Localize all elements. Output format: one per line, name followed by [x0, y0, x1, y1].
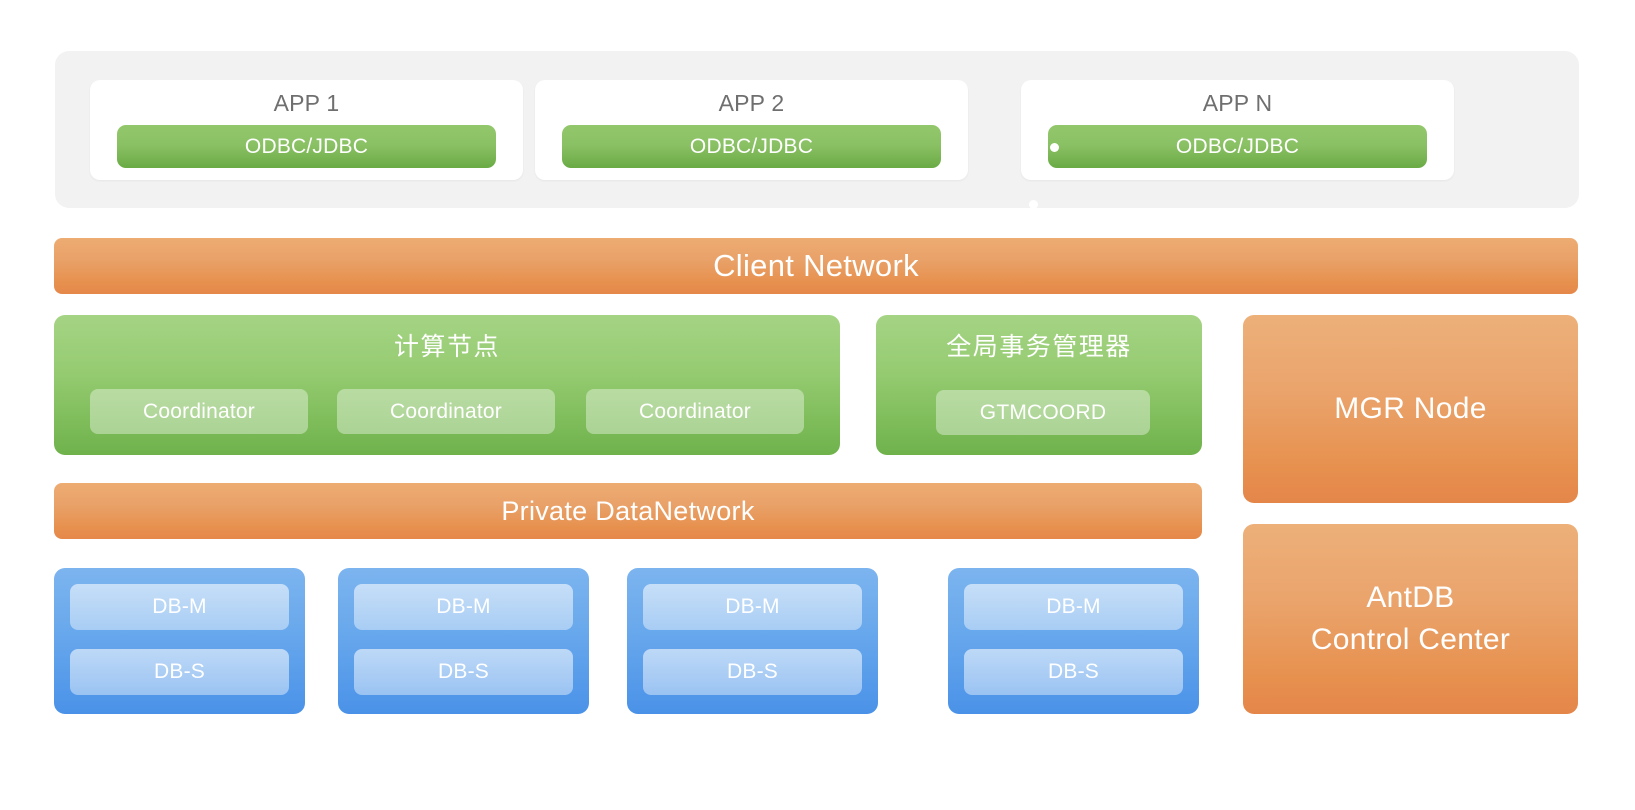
odbc-jdbc-connector[interactable]: ODBC/JDBC	[117, 125, 496, 168]
db-group-4: DB-M DB-S	[948, 568, 1199, 714]
db-group-3: DB-M DB-S	[627, 568, 878, 714]
ellipsis-dots-icon	[1029, 200, 1038, 209]
app-card-1[interactable]: APP 1 ODBC/JDBC	[90, 80, 523, 180]
db-group-1: DB-M DB-S	[54, 568, 305, 714]
app-title: APP 2	[718, 90, 785, 116]
antdb-control-center-tile[interactable]: AntDB Control Center	[1243, 524, 1578, 714]
app-card-2[interactable]: APP 2 ODBC/JDBC	[535, 80, 968, 180]
control-center-line-1: AntDB	[1366, 581, 1455, 614]
control-center-line-2: Control Center	[1310, 623, 1511, 656]
compute-node-heading: 计算节点	[393, 333, 500, 361]
db-group-2: DB-M DB-S	[338, 568, 589, 714]
application-layer-container: APP 1 ODBC/JDBC APP 2 ODBC/JDBC APP N OD…	[55, 51, 1579, 208]
db-slave-node[interactable]: DB-S	[354, 649, 573, 695]
db-slave-node[interactable]: DB-S	[70, 649, 289, 695]
app-title: APP 1	[273, 90, 340, 116]
db-slave-node[interactable]: DB-S	[643, 649, 862, 695]
private-datanetwork-bar: Private DataNetwork	[54, 483, 1202, 539]
mgr-node-tile[interactable]: MGR Node	[1243, 315, 1578, 503]
odbc-jdbc-connector[interactable]: ODBC/JDBC	[562, 125, 941, 168]
gtmcoord-node[interactable]: GTMCOORD	[936, 390, 1150, 435]
odbc-jdbc-connector[interactable]: ODBC/JDBC	[1048, 125, 1427, 168]
coordinator-node-1[interactable]: Coordinator	[90, 389, 308, 434]
db-master-node[interactable]: DB-M	[70, 584, 289, 630]
control-center-label: AntDB Control Center	[1311, 577, 1510, 661]
coordinator-node-3[interactable]: Coordinator	[586, 389, 804, 434]
gtm-heading: 全局事务管理器	[946, 333, 1132, 361]
compute-node-panel: 计算节点 Coordinator Coordinator Coordinator	[54, 315, 840, 455]
coordinator-node-2[interactable]: Coordinator	[337, 389, 555, 434]
ellipsis-dots-icon	[1050, 143, 1059, 152]
client-network-bar: Client Network	[54, 238, 1578, 294]
db-master-node[interactable]: DB-M	[354, 584, 573, 630]
ellipsis-dots-icon	[1028, 143, 1037, 152]
app-title: APP N	[1202, 90, 1273, 116]
db-slave-node[interactable]: DB-S	[964, 649, 1183, 695]
db-master-node[interactable]: DB-M	[643, 584, 862, 630]
global-transaction-manager-panel: 全局事务管理器 GTMCOORD	[876, 315, 1202, 455]
app-card-n[interactable]: APP N ODBC/JDBC	[1021, 80, 1454, 180]
db-master-node[interactable]: DB-M	[964, 584, 1183, 630]
